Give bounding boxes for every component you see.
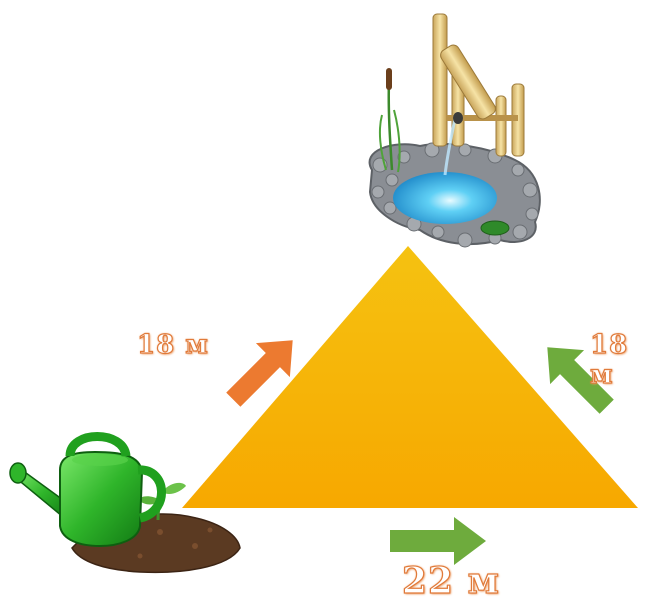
arrow-up-right-orange [226, 340, 293, 407]
garden-triangle [182, 246, 638, 508]
distance-label-right: 18 м [589, 329, 629, 390]
pond-icon [368, 13, 541, 248]
distance-label-bottom: 22 м [401, 559, 500, 602]
distance-label-left: 18 м [136, 329, 209, 360]
arrow-right-green [390, 517, 486, 565]
arrow-up-left-green [547, 347, 614, 414]
watering-can-icon [9, 432, 241, 574]
